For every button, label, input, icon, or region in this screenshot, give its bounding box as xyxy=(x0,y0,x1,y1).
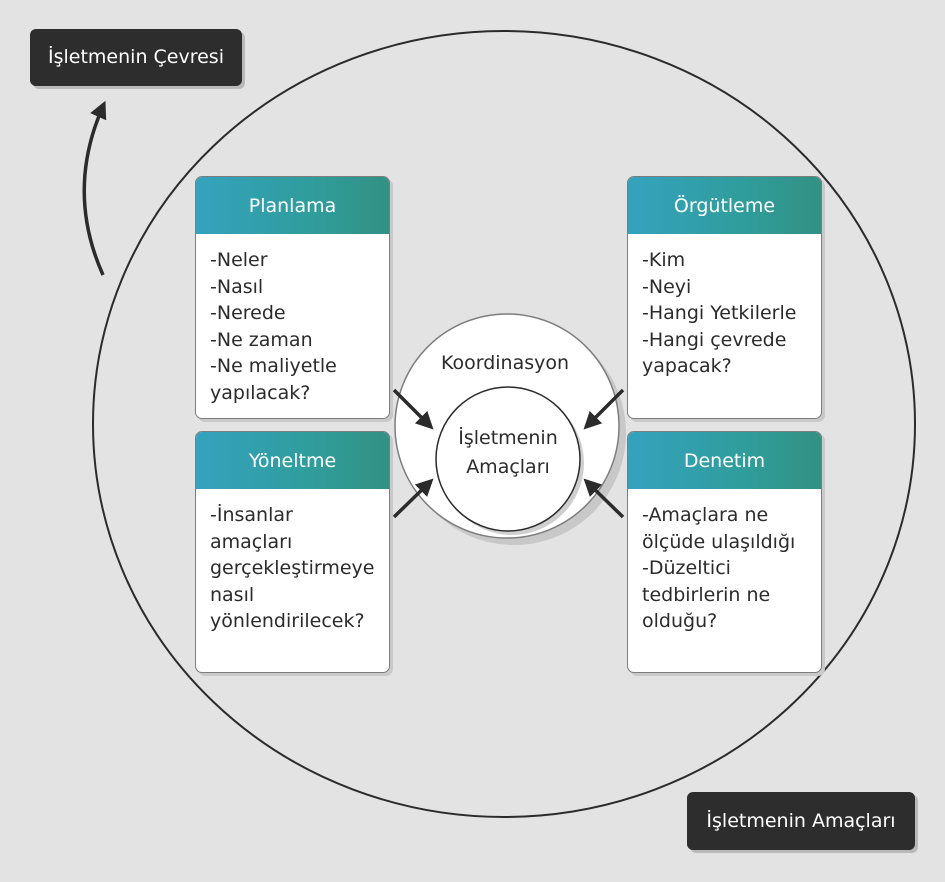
card-line: yönlendirilecek? xyxy=(210,610,365,632)
card-denetim-title: Denetim xyxy=(628,432,821,489)
card-orgutleme-title: Örgütleme xyxy=(628,177,821,234)
card-line: amaçları xyxy=(210,530,293,553)
goals-inner-circle xyxy=(435,386,581,532)
card-line: -Nasıl xyxy=(210,275,264,298)
card-line: olduğu? xyxy=(642,610,718,632)
card-denetim-body: -Amaçlara ne ölçüde ulaşıldığı -Düzeltic… xyxy=(628,489,821,635)
card-orgutleme: Örgütleme -Kim -Neyi -Hangi Yetkilerle -… xyxy=(627,176,822,419)
card-line: -Ne zaman xyxy=(210,328,313,351)
goals-corner-label: İşletmenin Amaçları xyxy=(687,792,915,850)
card-line: -Ne maliyetle xyxy=(210,355,337,377)
center-goals-line-1: İşletmenin xyxy=(458,427,558,449)
card-line: -Kim xyxy=(642,249,686,271)
card-line: -Düzeltici xyxy=(642,557,731,579)
environment-arrow xyxy=(82,100,107,276)
orgutleme-arrow xyxy=(583,388,625,430)
card-line: -İnsanlar xyxy=(210,504,293,526)
planlama-arrow xyxy=(392,388,434,430)
card-line: -Neyi xyxy=(642,275,692,298)
card-orgutleme-body: -Kim -Neyi -Hangi Yetkilerle -Hangi çevr… xyxy=(628,234,821,380)
card-line: gerçekleştirmeye xyxy=(210,557,375,579)
center-goals-label: İşletmenin Amaçları xyxy=(437,424,579,482)
card-yoneltme-title: Yöneltme xyxy=(196,432,389,489)
card-line: -Neler xyxy=(210,249,268,271)
card-line: nasıl xyxy=(210,583,255,606)
card-line: yapacak? xyxy=(642,355,732,377)
card-line: ölçüde ulaşıldığı xyxy=(642,530,796,553)
card-planlama: Planlama -Neler -Nasıl -Nerede -Ne zaman… xyxy=(195,176,390,419)
yoneltme-arrow xyxy=(392,478,434,519)
environment-circle xyxy=(92,30,916,818)
card-yoneltme-body: -İnsanlar amaçları gerçekleştirmeye nası… xyxy=(196,489,389,635)
card-planlama-title: Planlama xyxy=(196,177,389,234)
card-planlama-body: -Neler -Nasıl -Nerede -Ne zaman -Ne mali… xyxy=(196,234,389,406)
card-line: yapılacak? xyxy=(210,381,311,404)
card-line: -Nerede xyxy=(210,302,286,324)
card-line: -Hangi çevrede xyxy=(642,328,787,351)
denetim-arrow xyxy=(583,478,625,519)
environment-label: İşletmenin Çevresi xyxy=(30,29,242,86)
card-line: -Hangi Yetkilerle xyxy=(642,302,797,324)
card-denetim: Denetim -Amaçlara ne ölçüde ulaşıldığı -… xyxy=(627,431,822,673)
card-yoneltme: Yöneltme -İnsanlar amaçları gerçekleştir… xyxy=(195,431,390,673)
card-line: tedbirlerin ne xyxy=(642,583,771,606)
card-line: -Amaçlara ne xyxy=(642,504,769,526)
center-goals-line-2: Amaçları xyxy=(466,456,550,478)
coordination-label: Koordinasyon xyxy=(440,352,570,374)
